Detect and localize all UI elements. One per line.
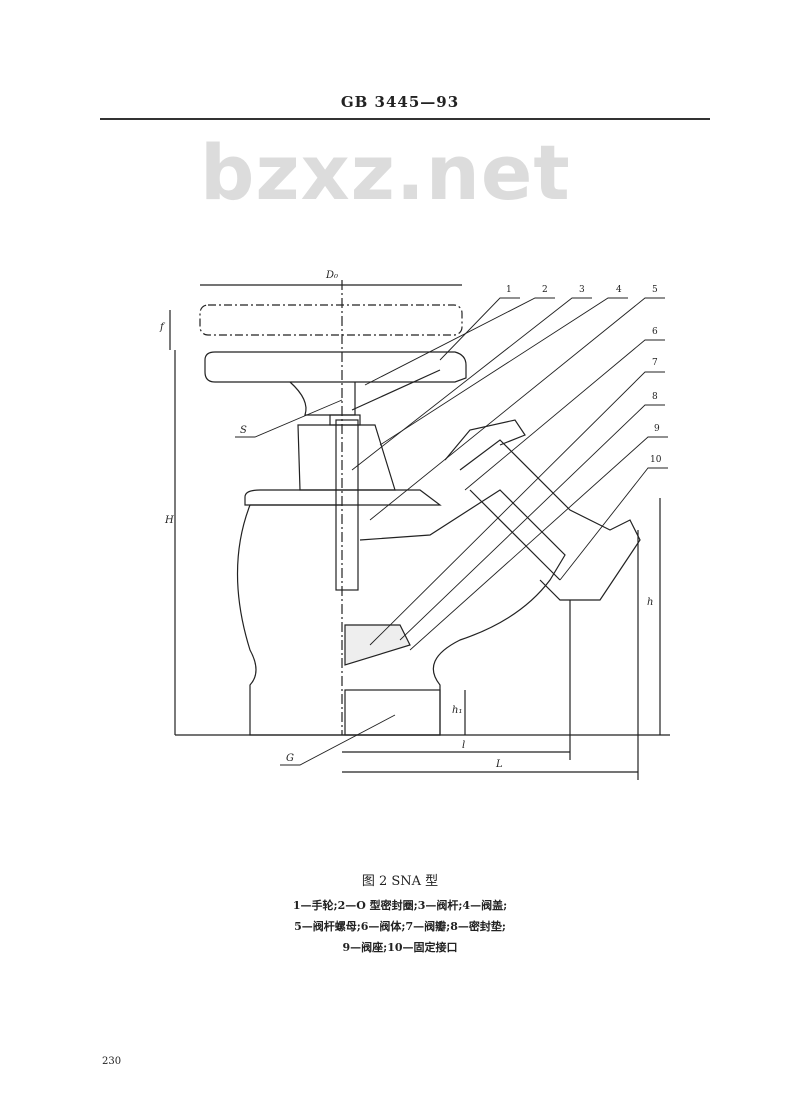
bonnet-nut (297, 424, 396, 491)
callout-2: 2 (542, 285, 548, 295)
outlet-coupling (459, 439, 641, 601)
bonnet-flange (244, 489, 442, 506)
figure-legend-line: 9—阀座;10—固定接口 (342, 941, 458, 954)
figure-legend-line: 5—阀杆螺母;6—阀体;7—阀瓣;8—密封垫; (294, 920, 506, 933)
leader-s (235, 399, 343, 438)
valve-body (236, 489, 566, 736)
leader-10 (559, 467, 668, 581)
callout-3: 3 (579, 285, 585, 295)
callout-4: 4 (616, 285, 622, 295)
leader-2 (364, 297, 555, 386)
dim-label-g: G (286, 753, 294, 764)
handwheel-hub (289, 381, 356, 416)
figure-title: 图 2 SNA 型 (361, 874, 439, 889)
callout-leaders (235, 297, 668, 766)
dim-label-h-total: H (165, 515, 174, 526)
leader-9 (409, 436, 668, 651)
callout-5: 5 (652, 285, 658, 295)
callout-8: 8 (652, 392, 658, 402)
handwheel-spoke (351, 369, 441, 411)
leader-5 (369, 297, 665, 521)
dim-label-h: h (647, 597, 654, 608)
header-rule (100, 118, 710, 120)
leader-8 (399, 404, 665, 641)
leader-1 (439, 297, 520, 361)
leader-g (280, 714, 396, 766)
dim-label-h1: h₁ (452, 705, 463, 716)
handwheel-open-outline (199, 304, 463, 336)
figure-legend-line: 1—手轮;2—O 型密封圈;3—阀杆;4—阀盖; (292, 899, 508, 912)
dim-label-l: l (462, 740, 466, 751)
watermark: bzxz.net (200, 128, 571, 217)
standard-header: GB 3445—93 (340, 93, 460, 111)
dim-label-d0: D₀ (326, 270, 339, 281)
callout-1: 1 (506, 285, 512, 295)
leader-7 (369, 371, 665, 646)
callout-7: 7 (652, 358, 658, 368)
dim-label-L: L (496, 759, 503, 770)
dim-label-s: S (240, 425, 247, 436)
callout-6: 6 (652, 327, 658, 337)
page-number: 230 (102, 1056, 122, 1067)
callout-9: 9 (654, 424, 660, 434)
valve-disc (344, 624, 411, 666)
callout-10: 10 (650, 455, 662, 465)
leader-6 (464, 339, 665, 491)
outlet-bore (469, 489, 561, 581)
handwheel (204, 351, 467, 383)
leader-3 (351, 297, 592, 471)
dim-label-f: f (160, 322, 164, 333)
leader-4 (379, 297, 628, 446)
outlet-lug (444, 419, 526, 461)
inlet-thread (344, 689, 441, 736)
